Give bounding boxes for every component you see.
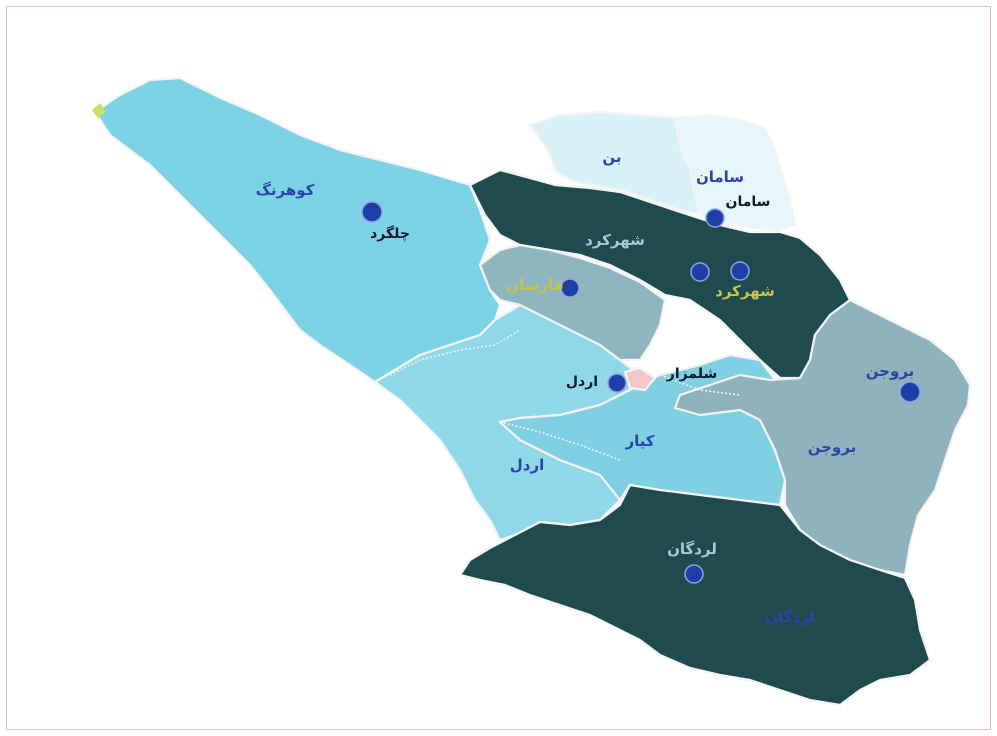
label-ardal: اردل — [510, 456, 545, 474]
city-dot-shahrekord-2[interactable] — [730, 261, 750, 281]
label-lordegan-city: لردگان — [667, 540, 717, 558]
region-shalamzar[interactable] — [623, 366, 657, 392]
label-saman-city: سامان — [726, 194, 771, 210]
region-saman[interactable] — [673, 113, 797, 232]
label-ardal-city: اردل — [566, 374, 598, 390]
city-dot-chelgerd[interactable] — [361, 201, 383, 223]
label-borujen: بروجن — [808, 438, 857, 456]
region-farsan[interactable] — [478, 243, 667, 362]
label-chelgerd: چلگرد — [370, 225, 410, 242]
label-shahrekord-city: شهرکرد — [715, 282, 775, 300]
label-shalamzar: شلمزار — [666, 366, 717, 382]
city-dot-ardal[interactable] — [607, 373, 627, 393]
city-dot-lordegan[interactable] — [684, 564, 704, 584]
label-ben: بن — [602, 148, 621, 166]
city-dot-shahrekord-1[interactable] — [690, 262, 710, 282]
label-saman: سامان — [696, 168, 744, 186]
city-dot-saman[interactable] — [705, 208, 725, 228]
label-kiar: کیار — [624, 432, 654, 450]
label-kuhrang: کوهرنگ — [256, 181, 315, 199]
label-shahrekord: شهرکرد — [585, 231, 645, 249]
city-dot-borujen[interactable] — [899, 381, 921, 403]
region-kuhrang[interactable] — [93, 76, 502, 384]
city-dot-farsan[interactable] — [560, 278, 580, 298]
label-lordegan: لردگان — [765, 608, 815, 626]
region-tip — [92, 103, 106, 118]
label-farsan: فارسان — [506, 276, 563, 294]
region-lordegan[interactable] — [458, 483, 932, 707]
label-borujen-city: بروجن — [866, 362, 915, 380]
